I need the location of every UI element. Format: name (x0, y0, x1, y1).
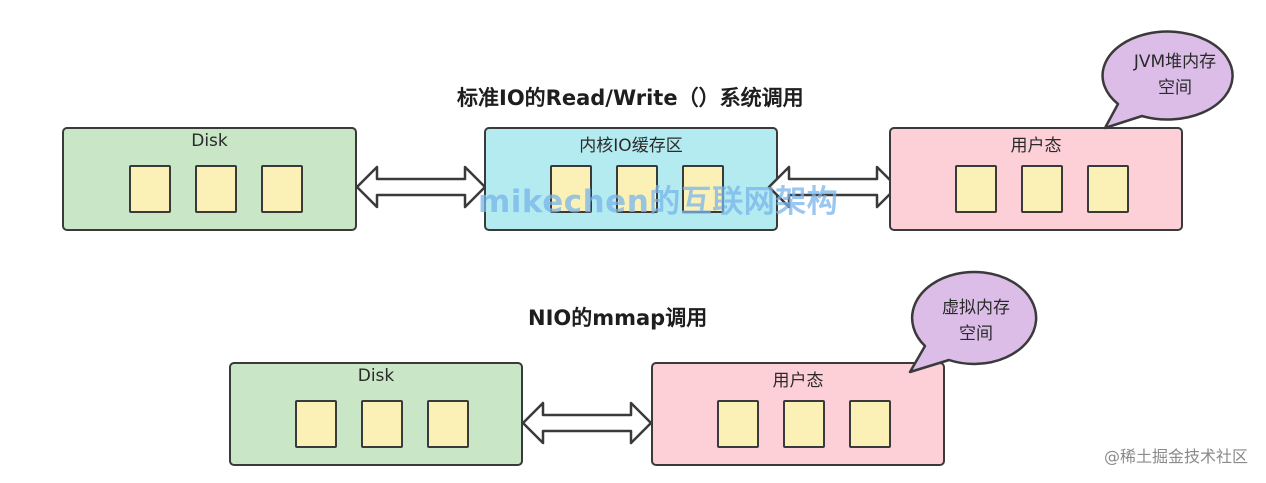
nio-mmap-title: NIO的mmap调用 (528, 306, 708, 330)
disk-block (129, 165, 171, 213)
watermark-text: mikechen的互联网架构 (478, 184, 839, 220)
kernel-io-buffer-label: 内核IO缓存区 (579, 136, 683, 156)
buffer-block (616, 165, 658, 213)
jvm-heap-bubble-line1: JVM堆内存 (1133, 52, 1217, 72)
bidirectional-arrow-2 (521, 401, 653, 445)
buffer-block (550, 165, 592, 213)
user-block (955, 165, 997, 213)
user-space-box: 用户态 (889, 127, 1183, 231)
jvm-heap-bubble-line2: 空间 (1158, 78, 1192, 98)
source-credit: @稀土掘金技术社区 (1103, 447, 1248, 466)
virtual-memory-bubble-line1: 虚拟内存 (942, 298, 1010, 318)
disk-block (261, 165, 303, 213)
user-space-label: 用户态 (1010, 136, 1062, 156)
disk-box: Disk (62, 127, 357, 231)
bidirectional-arrow (355, 165, 487, 209)
disk-block (295, 400, 337, 448)
disk-block (361, 400, 403, 448)
user-space-label-2: 用户态 (772, 371, 824, 391)
standard-io-title: 标准IO的Read/Write（）系统调用 (457, 86, 804, 110)
disk-block (427, 400, 469, 448)
kernel-io-buffer-box: 内核IO缓存区 (484, 127, 778, 231)
user-block (849, 400, 891, 448)
user-block (783, 400, 825, 448)
virtual-memory-bubble: 虚拟内存 空间 (905, 270, 1047, 376)
virtual-memory-bubble-line2: 空间 (959, 324, 993, 344)
disk-block (195, 165, 237, 213)
user-block (717, 400, 759, 448)
jvm-heap-bubble: JVM堆内存 空间 (1100, 30, 1250, 132)
user-block (1087, 165, 1129, 213)
user-block (1021, 165, 1063, 213)
disk-label-2: Disk (357, 366, 395, 386)
buffer-block (682, 165, 724, 213)
disk-box-2: Disk (229, 362, 523, 466)
disk-label: Disk (191, 131, 228, 151)
user-space-box-2: 用户态 (651, 362, 945, 466)
